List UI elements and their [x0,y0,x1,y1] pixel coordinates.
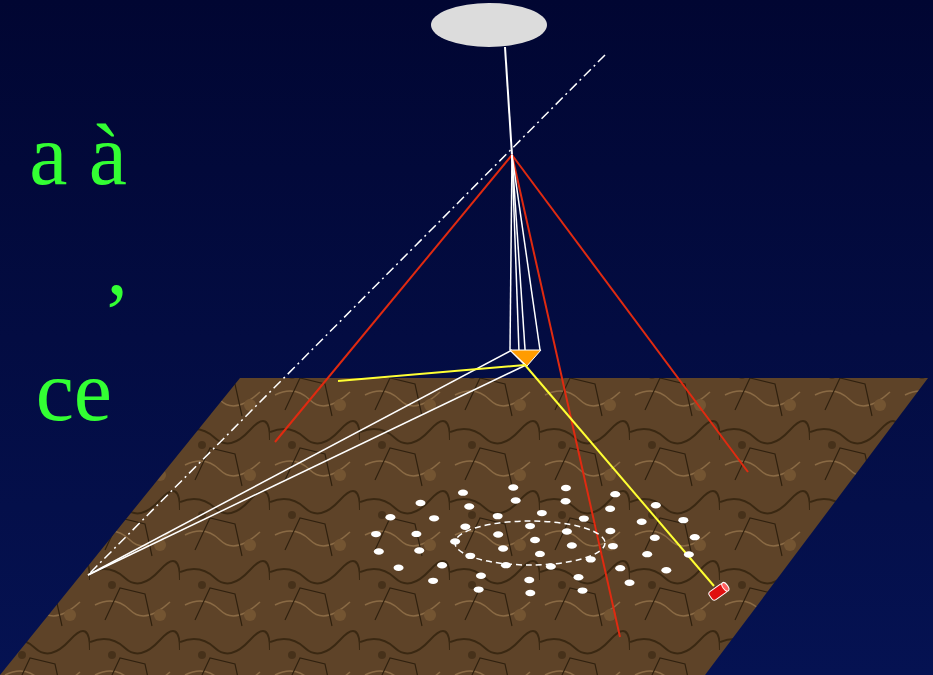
shower-axis [88,55,605,575]
detector-dot [605,506,615,512]
detector-dot [642,551,652,557]
detector-dot [578,587,588,593]
light-rays [88,155,540,575]
slide-title-fragment: ce [36,348,112,434]
detector-dot [524,577,534,583]
detector-dot [535,551,545,557]
incoming-track [505,47,512,155]
laser-lines [338,365,714,586]
detector-dot [508,484,518,490]
shower-cone [275,155,748,637]
fluorescence-detector [510,350,541,366]
detector-dot [429,515,439,521]
detector-dot [498,545,508,551]
primary-particle [431,3,547,47]
slide-title-fragment: , [107,222,129,308]
detector-dot [525,523,535,529]
detector-dot [493,531,503,537]
detector-dot [511,497,521,503]
detector-dot [661,567,671,573]
detector-dot [474,586,484,592]
detector-dot [460,524,470,530]
detector-dot [615,565,625,571]
detector-dot [651,502,661,508]
detector-dot [678,517,688,523]
shower-core-area [455,521,605,565]
detector-dot [567,542,577,548]
detector-dot [371,531,381,537]
detector-dot [411,531,421,537]
detector-dot [464,503,474,509]
laser-source [708,581,731,601]
detector-dot [437,562,447,568]
detector-dot [428,578,438,584]
detector-dot [579,515,589,521]
detector-dot [501,562,511,568]
detector-dot [562,528,572,534]
slide-title-fragment: a à [29,112,127,198]
detector-dot [458,489,468,495]
detector-dot [415,500,425,506]
detector-dot [476,573,486,579]
detector-dot [394,564,404,570]
detector-dot [530,537,540,543]
detector-dot [650,535,660,541]
detector-dot [573,574,583,580]
detector-dot [374,548,384,554]
ground-plane [0,378,928,675]
detector-dot [414,547,424,553]
detector-dot [561,485,571,491]
detector-dot [493,513,503,519]
detector-dot [385,514,395,520]
detector-dot [608,543,618,549]
detector-dot [610,491,620,497]
detector-dot [561,498,571,504]
detector-dot [525,590,535,596]
detector-dot [605,528,615,534]
detector-dot [537,510,547,516]
detector-dot [690,534,700,540]
detector-dot [625,580,635,586]
detector-dot [684,551,694,557]
detector-dot [637,518,647,524]
surface-detector-array [371,484,700,596]
